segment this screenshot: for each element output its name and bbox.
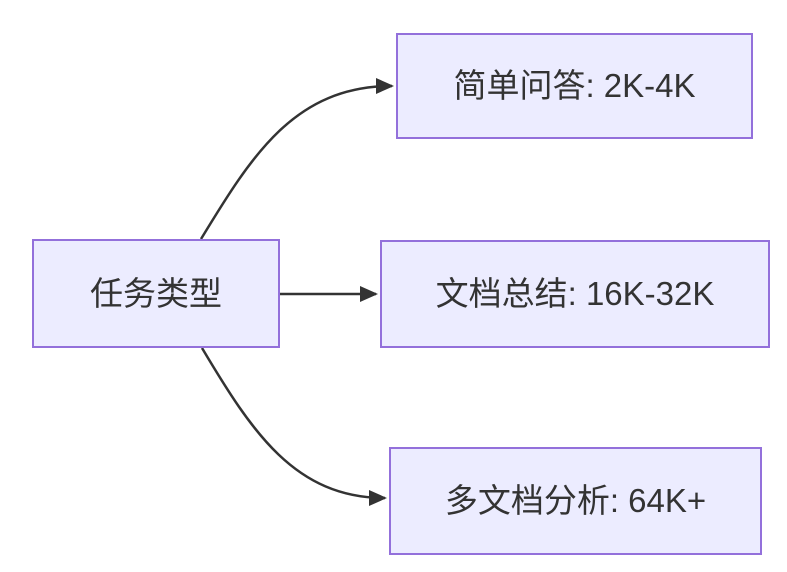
node-simple-qa-label: 简单问答: 2K-4K bbox=[453, 67, 696, 105]
node-multi-doc-label: 多文档分析: 64K+ bbox=[444, 482, 707, 520]
node-simple-qa: 简单问答: 2K-4K bbox=[396, 33, 753, 139]
edge-root-to-simple-qa bbox=[199, 78, 394, 240]
node-doc-summary: 文档总结: 16K-32K bbox=[380, 240, 770, 348]
node-multi-doc: 多文档分析: 64K+ bbox=[389, 447, 762, 555]
edge-root-to-multi-doc bbox=[200, 347, 387, 506]
node-doc-summary-label: 文档总结: 16K-32K bbox=[435, 275, 715, 313]
node-task-type: 任务类型 bbox=[32, 239, 280, 348]
node-task-type-label: 任务类型 bbox=[90, 274, 222, 312]
